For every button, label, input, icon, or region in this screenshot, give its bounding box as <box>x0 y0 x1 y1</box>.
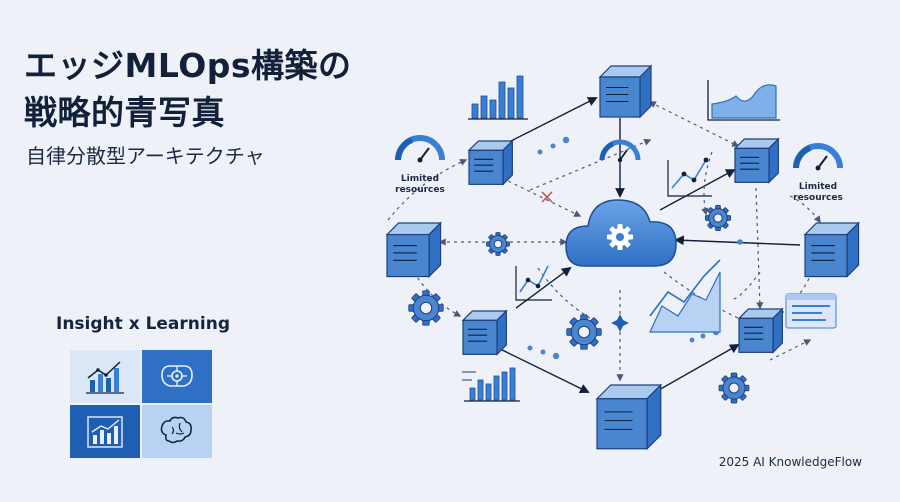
server-cube-icon <box>467 139 514 186</box>
brain-tile <box>142 405 212 458</box>
server-cube-icon <box>803 221 860 278</box>
central-cloud <box>565 199 677 267</box>
trend-chart-icon <box>70 405 140 458</box>
bar-chart-icon <box>70 350 140 403</box>
gear-icon <box>486 232 510 256</box>
server-cube-icon <box>595 383 663 451</box>
brain-icon <box>142 405 212 458</box>
failed-link-marker <box>541 191 553 203</box>
gauge-label-right-line2: resources <box>793 193 843 203</box>
server-cube-icon <box>733 137 780 184</box>
gauge-label-left-line1: Limited <box>401 174 439 184</box>
server-cube-icon <box>598 64 653 119</box>
gear-icon <box>704 204 732 232</box>
gauge-label-right-line1: Limited <box>799 182 837 192</box>
data-flow-dots <box>527 136 743 360</box>
solid-connectors <box>493 97 801 396</box>
sparkle-icon <box>611 314 629 332</box>
gear-icon <box>718 372 750 404</box>
gear-icons <box>408 204 750 404</box>
page-subtitle: 自律分散型アーキテクチャ <box>26 144 265 168</box>
area-chart-icon <box>707 80 780 121</box>
trend-chart-tile <box>70 405 140 458</box>
insight-tiles <box>70 350 212 458</box>
line-chart-icon <box>515 265 552 301</box>
dashboard-panel-icon <box>785 293 837 329</box>
server-cube-icon <box>737 307 784 354</box>
resource-gauge-icon <box>395 135 445 163</box>
bar-chart-icon <box>471 75 524 119</box>
bar-chart-tile <box>70 350 140 403</box>
gauge-label-left-line2: resources <box>395 185 445 195</box>
line-chart-icon <box>667 157 712 197</box>
title-line-1: エッジMLOps構築の <box>24 46 352 85</box>
title-line-2: 戦略的青写真 <box>24 93 225 132</box>
server-cube-icon <box>385 221 442 278</box>
server-cube-icon <box>461 309 508 356</box>
bar-chart-icon <box>469 367 516 401</box>
gear-icon <box>408 290 444 326</box>
section-label: Insight x Learning <box>56 314 230 334</box>
credit-text: 2025 AI KnowledgeFlow <box>718 455 862 469</box>
ai-brain-tile <box>142 350 212 403</box>
ai-brain-chip-icon <box>142 350 212 403</box>
resource-gauge-icon <box>599 139 641 163</box>
page-title: エッジMLOps構築の 戦略的青写真 <box>24 42 352 136</box>
edge-nodes <box>385 64 860 451</box>
gear-icon <box>566 314 602 350</box>
resource-gauge-icon <box>793 143 843 171</box>
area-chart-icon <box>649 259 721 333</box>
